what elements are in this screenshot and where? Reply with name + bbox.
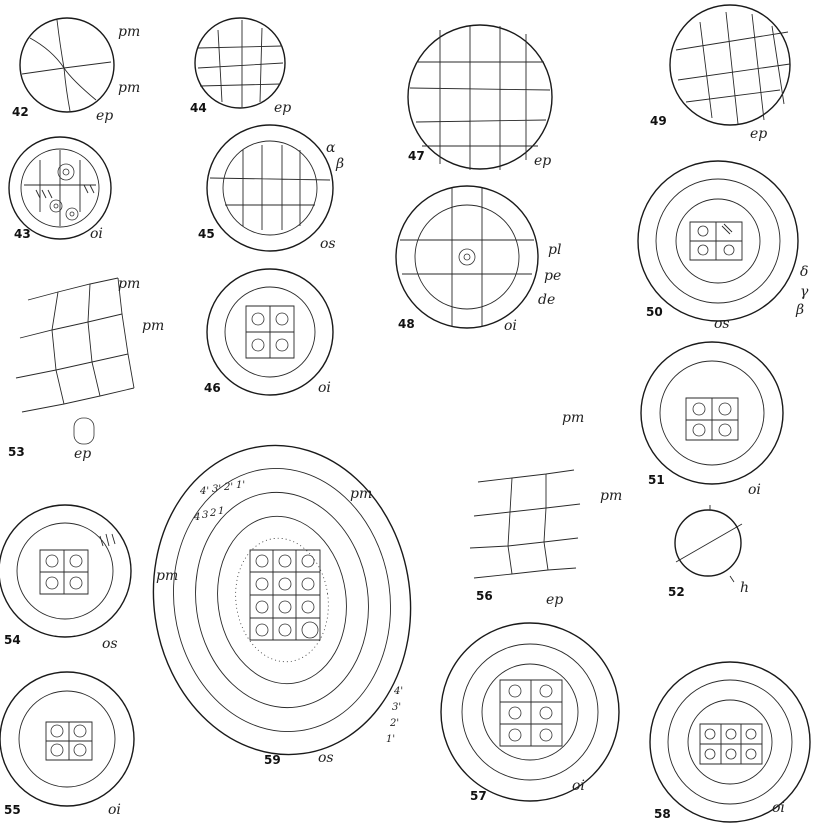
figure-number: 51	[648, 473, 665, 487]
figure-number: 47	[408, 149, 425, 163]
label-os: os	[714, 316, 730, 332]
figure-44: 44 ep	[190, 18, 291, 116]
figure-49: 49 ep	[650, 5, 790, 142]
figure-number: 52	[668, 585, 685, 599]
label-pe: pe	[544, 268, 561, 284]
ring-label: 2	[209, 508, 216, 519]
label-de: de	[538, 292, 555, 308]
label-os: os	[320, 236, 336, 252]
figure-number: 59	[264, 753, 281, 767]
figure-number: 46	[204, 381, 221, 395]
ring-label: 1'	[386, 734, 395, 745]
label-oi: oi	[318, 380, 331, 396]
label-gamma: γ	[800, 284, 809, 300]
figure-number: 55	[4, 803, 21, 817]
label-pm: pm	[562, 410, 584, 426]
ring-label: 4	[193, 512, 200, 523]
label-oi: oi	[572, 778, 585, 794]
figure-52: 52 h	[668, 505, 749, 599]
figure-58: 58 oi	[650, 662, 810, 822]
figure-51: 51 oi	[641, 342, 783, 498]
label-pm: pm	[156, 568, 178, 584]
label-h: h	[740, 580, 749, 596]
label-oi: oi	[90, 226, 103, 242]
label-pm: pm	[118, 80, 140, 96]
figure-number: 43	[14, 227, 31, 241]
figure-number: 56	[476, 589, 493, 603]
label-oi: oi	[748, 482, 761, 498]
figure-number: 49	[650, 114, 667, 128]
figure-53: 53 pm pm ep	[8, 276, 164, 462]
figure-number: 50	[646, 305, 663, 319]
figure-42: 42 pm pm ep	[12, 18, 140, 124]
label-ep: ep	[750, 126, 767, 142]
label-alpha: α	[326, 140, 336, 156]
label-ep: ep	[96, 108, 113, 124]
ring-label: 2'	[223, 482, 233, 493]
label-pm: pm	[142, 318, 164, 334]
label-ep: ep	[74, 446, 91, 462]
label-ep: ep	[534, 153, 551, 169]
label-oi: oi	[108, 802, 121, 818]
ring-label: 3	[202, 510, 208, 521]
figure-47: 47 ep	[408, 25, 552, 170]
figure-57: 57 oi	[441, 623, 619, 803]
figure-number: 44	[190, 101, 207, 115]
label-pl: pl	[548, 242, 561, 258]
label-pm: pm	[600, 488, 622, 504]
figure-number: 57	[470, 789, 487, 803]
label-ep: ep	[274, 100, 291, 116]
label-oi: oi	[504, 318, 517, 334]
figure-50: 50 δ γ β os	[638, 161, 809, 332]
ring-label: 2'	[389, 718, 399, 729]
label-ep: ep	[546, 592, 563, 608]
ring-label: 3'	[392, 702, 401, 713]
figure-number: 58	[654, 807, 671, 821]
label-delta: δ	[800, 264, 808, 280]
label-pm: pm	[118, 24, 140, 40]
figure-number: 48	[398, 317, 415, 331]
ring-label: 4'	[393, 686, 403, 697]
figure-55: 55 oi	[0, 672, 134, 818]
figure-54: 54 os	[0, 505, 131, 652]
figure-number: 45	[198, 227, 215, 241]
figure-45: 45 α β os	[198, 125, 344, 252]
figure-59: 59 pm pm os 4' 3' 2' 1' 4 3 2 1 4' 3' 2'…	[134, 429, 431, 772]
ring-label: 1	[218, 506, 224, 517]
figure-number: 54	[4, 633, 21, 647]
label-pm: pm	[350, 486, 372, 502]
figure-48: 48 pl pe de oi	[396, 186, 561, 334]
label-oi: oi	[772, 800, 785, 816]
figure-number: 53	[8, 445, 25, 459]
label-pm: pm	[118, 276, 140, 292]
label-os: os	[102, 636, 118, 652]
label-beta: β	[795, 302, 804, 318]
ring-label: 4'	[199, 486, 209, 497]
figure-56: 56 pm pm ep	[470, 410, 622, 608]
label-beta: β	[335, 156, 344, 172]
figure-43: 43 oi	[9, 137, 111, 242]
ring-label: 1'	[236, 480, 245, 491]
label-os: os	[318, 750, 334, 766]
ring-label: 3'	[212, 484, 221, 495]
figure-number: 42	[12, 105, 29, 119]
figure-46: 46 oi	[204, 269, 333, 396]
